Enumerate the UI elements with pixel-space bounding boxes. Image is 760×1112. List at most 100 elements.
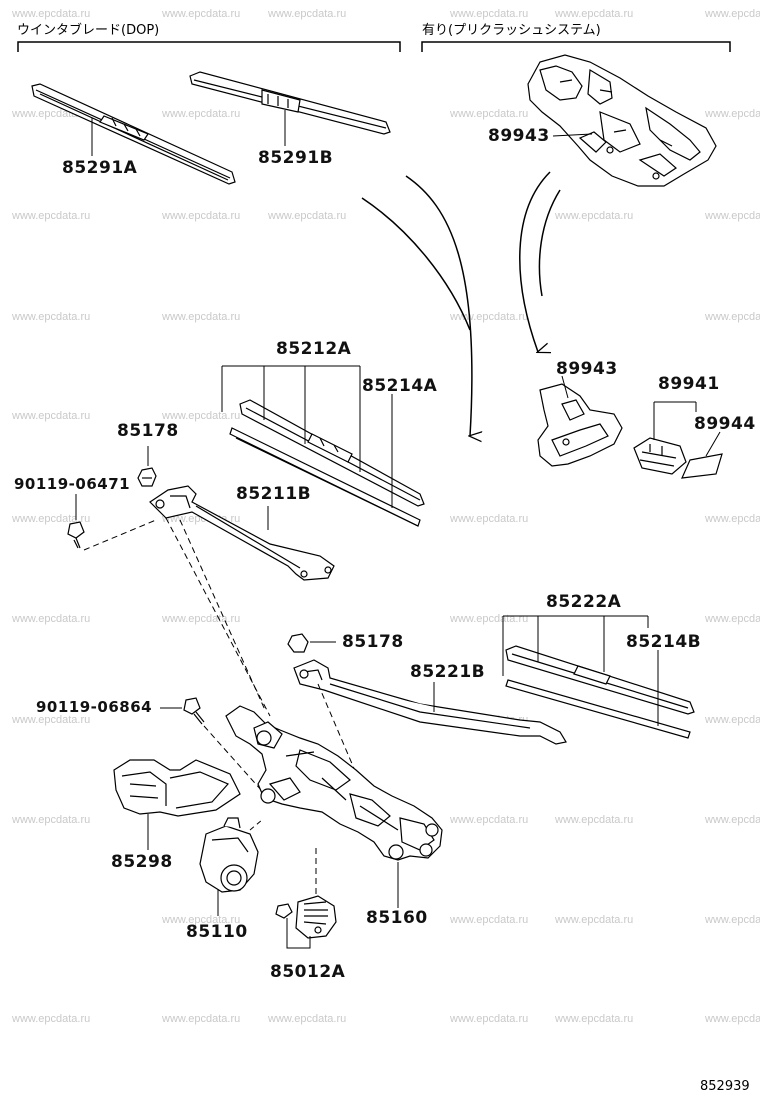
watermark: www.epcdata.ru — [450, 1013, 529, 1025]
watermark: www.epcdata.ru — [705, 814, 760, 826]
front-blade-85212a — [239, 399, 425, 507]
part-number-89943-mid[interactable]: 89943 — [556, 359, 618, 379]
motor-cover-85298 — [113, 759, 241, 817]
watermark: www.epcdata.ru — [705, 311, 760, 323]
blade-rubber-85214a — [229, 427, 421, 527]
blade-rubber-85214b — [505, 679, 691, 739]
watermark: www.epcdata.ru — [450, 513, 529, 525]
part-number-89944[interactable]: 89944 — [694, 414, 756, 434]
watermark: www.epcdata.ru — [705, 613, 760, 625]
watermark: www.epcdata.ru — [12, 311, 91, 323]
watermark: www.epcdata.ru — [450, 814, 529, 826]
adhesive-pad-89944 — [681, 453, 723, 479]
arrow-blade-to-assembly-inner — [361, 197, 471, 331]
leader-85012a — [286, 918, 311, 949]
part-number-85178-right[interactable]: 85178 — [342, 632, 404, 652]
watermark: www.epcdata.ru — [705, 108, 760, 120]
part-number-85212a[interactable]: 85212A — [276, 339, 352, 359]
nut-85178-left — [137, 467, 157, 487]
watermark: www.epcdata.ru — [555, 1013, 634, 1025]
watermark: www.epcdata.ru — [705, 513, 760, 525]
part-number-85160[interactable]: 85160 — [366, 908, 428, 928]
arrow-blade-to-assembly — [405, 175, 472, 436]
part-number-85110[interactable]: 85110 — [186, 922, 248, 942]
leader-85212a-85214a — [221, 365, 393, 508]
wiper-link-85160 — [225, 705, 443, 861]
dash-motor-to-link — [249, 819, 263, 831]
watermark: www.epcdata.ru — [12, 210, 91, 222]
watermark: www.epcdata.ru — [268, 1013, 347, 1025]
watermark: www.epcdata.ru — [555, 8, 634, 20]
watermark: www.epcdata.ru — [12, 410, 91, 422]
watermark: www.epcdata.ru — [555, 210, 634, 222]
watermark: www.epcdata.ru — [450, 8, 529, 20]
part-number-89943-top[interactable]: 89943 — [488, 126, 550, 146]
part-number-85221b[interactable]: 85221B — [410, 662, 486, 682]
watermark: www.epcdata.ru — [705, 210, 760, 222]
watermark: www.epcdata.ru — [162, 311, 241, 323]
leader-85222a-85214b — [502, 615, 659, 726]
leader-89943-mid — [561, 375, 569, 399]
watermark: www.epcdata.ru — [162, 410, 241, 422]
part-number-85012a[interactable]: 85012A — [270, 962, 346, 982]
nut-85178-right — [287, 633, 309, 653]
watermark: www.epcdata.ru — [450, 108, 529, 120]
watermark: www.epcdata.ru — [12, 1013, 91, 1025]
watermark: www.epcdata.ru — [705, 714, 760, 726]
watermark: www.epcdata.ru — [268, 210, 347, 222]
watermark: www.epcdata.ru — [12, 714, 91, 726]
leader-89943-top — [552, 133, 593, 137]
part-number-90119-06471[interactable]: 90119-06471 — [14, 475, 131, 493]
dash-arm-to-pivot — [165, 517, 271, 717]
watermark: www.epcdata.ru — [450, 914, 529, 926]
dash-arm-to-pivot-2 — [179, 519, 266, 711]
rear-blade-85222a — [505, 645, 695, 715]
part-number-85214a[interactable]: 85214A — [362, 376, 438, 396]
part-number-85222a[interactable]: 85222A — [546, 592, 622, 612]
watermark: www.epcdata.ru — [162, 210, 241, 222]
watermark: www.epcdata.ru — [705, 914, 760, 926]
watermark: www.epcdata.ru — [12, 814, 91, 826]
sensor-clip-89941 — [633, 437, 687, 475]
precrash-bracket-89943-detail — [537, 383, 623, 467]
winter-blade-85291b — [189, 71, 391, 135]
arrow-bracket-to-detail-inner — [538, 189, 561, 297]
watermark: www.epcdata.ru — [162, 1013, 241, 1025]
wiper-motor-85110 — [199, 817, 259, 893]
wiper-arm-85211b — [149, 485, 335, 581]
left-section-bracket — [17, 41, 401, 52]
part-number-85298[interactable]: 85298 — [111, 852, 173, 872]
leader-89941-89944 — [653, 401, 721, 457]
wiper-arm-85221b — [293, 659, 567, 745]
bolt-90119-06864 — [183, 697, 205, 725]
right-section-bracket — [421, 41, 731, 52]
part-number-85214b[interactable]: 85214B — [626, 632, 702, 652]
part-number-85291a[interactable]: 85291A — [62, 158, 138, 178]
part-number-85178-left[interactable]: 85178 — [117, 421, 179, 441]
precrash-bracket-89943 — [527, 54, 717, 187]
watermark: www.epcdata.ru — [12, 513, 91, 525]
watermark: www.epcdata.ru — [12, 613, 91, 625]
part-number-85211b[interactable]: 85211B — [236, 484, 312, 504]
watermark: www.epcdata.ru — [705, 1013, 760, 1025]
watermark: www.epcdata.ru — [162, 914, 241, 926]
watermark: www.epcdata.ru — [705, 8, 760, 20]
section-title-winter-blade: ウインタブレード(DOP) — [17, 23, 160, 38]
connector-85012a — [275, 895, 337, 939]
part-number-90119-06864[interactable]: 90119-06864 — [36, 698, 153, 716]
watermark: www.epcdata.ru — [162, 613, 241, 625]
section-title-precrash: 有り(プリクラッシュシステム) — [422, 23, 601, 38]
winter-blade-85291a — [31, 83, 236, 185]
part-number-89941[interactable]: 89941 — [658, 374, 720, 394]
diagram-id: 852939 — [700, 1079, 750, 1094]
part-number-85291b[interactable]: 85291B — [258, 148, 334, 168]
watermark: www.epcdata.ru — [162, 108, 241, 120]
bolt-90119-06471 — [67, 521, 85, 549]
watermark: www.epcdata.ru — [162, 8, 241, 20]
watermark: www.epcdata.ru — [268, 8, 347, 20]
arrow-bracket-to-detail — [519, 171, 550, 352]
watermark: www.epcdata.ru — [555, 814, 634, 826]
watermark: www.epcdata.ru — [555, 914, 634, 926]
